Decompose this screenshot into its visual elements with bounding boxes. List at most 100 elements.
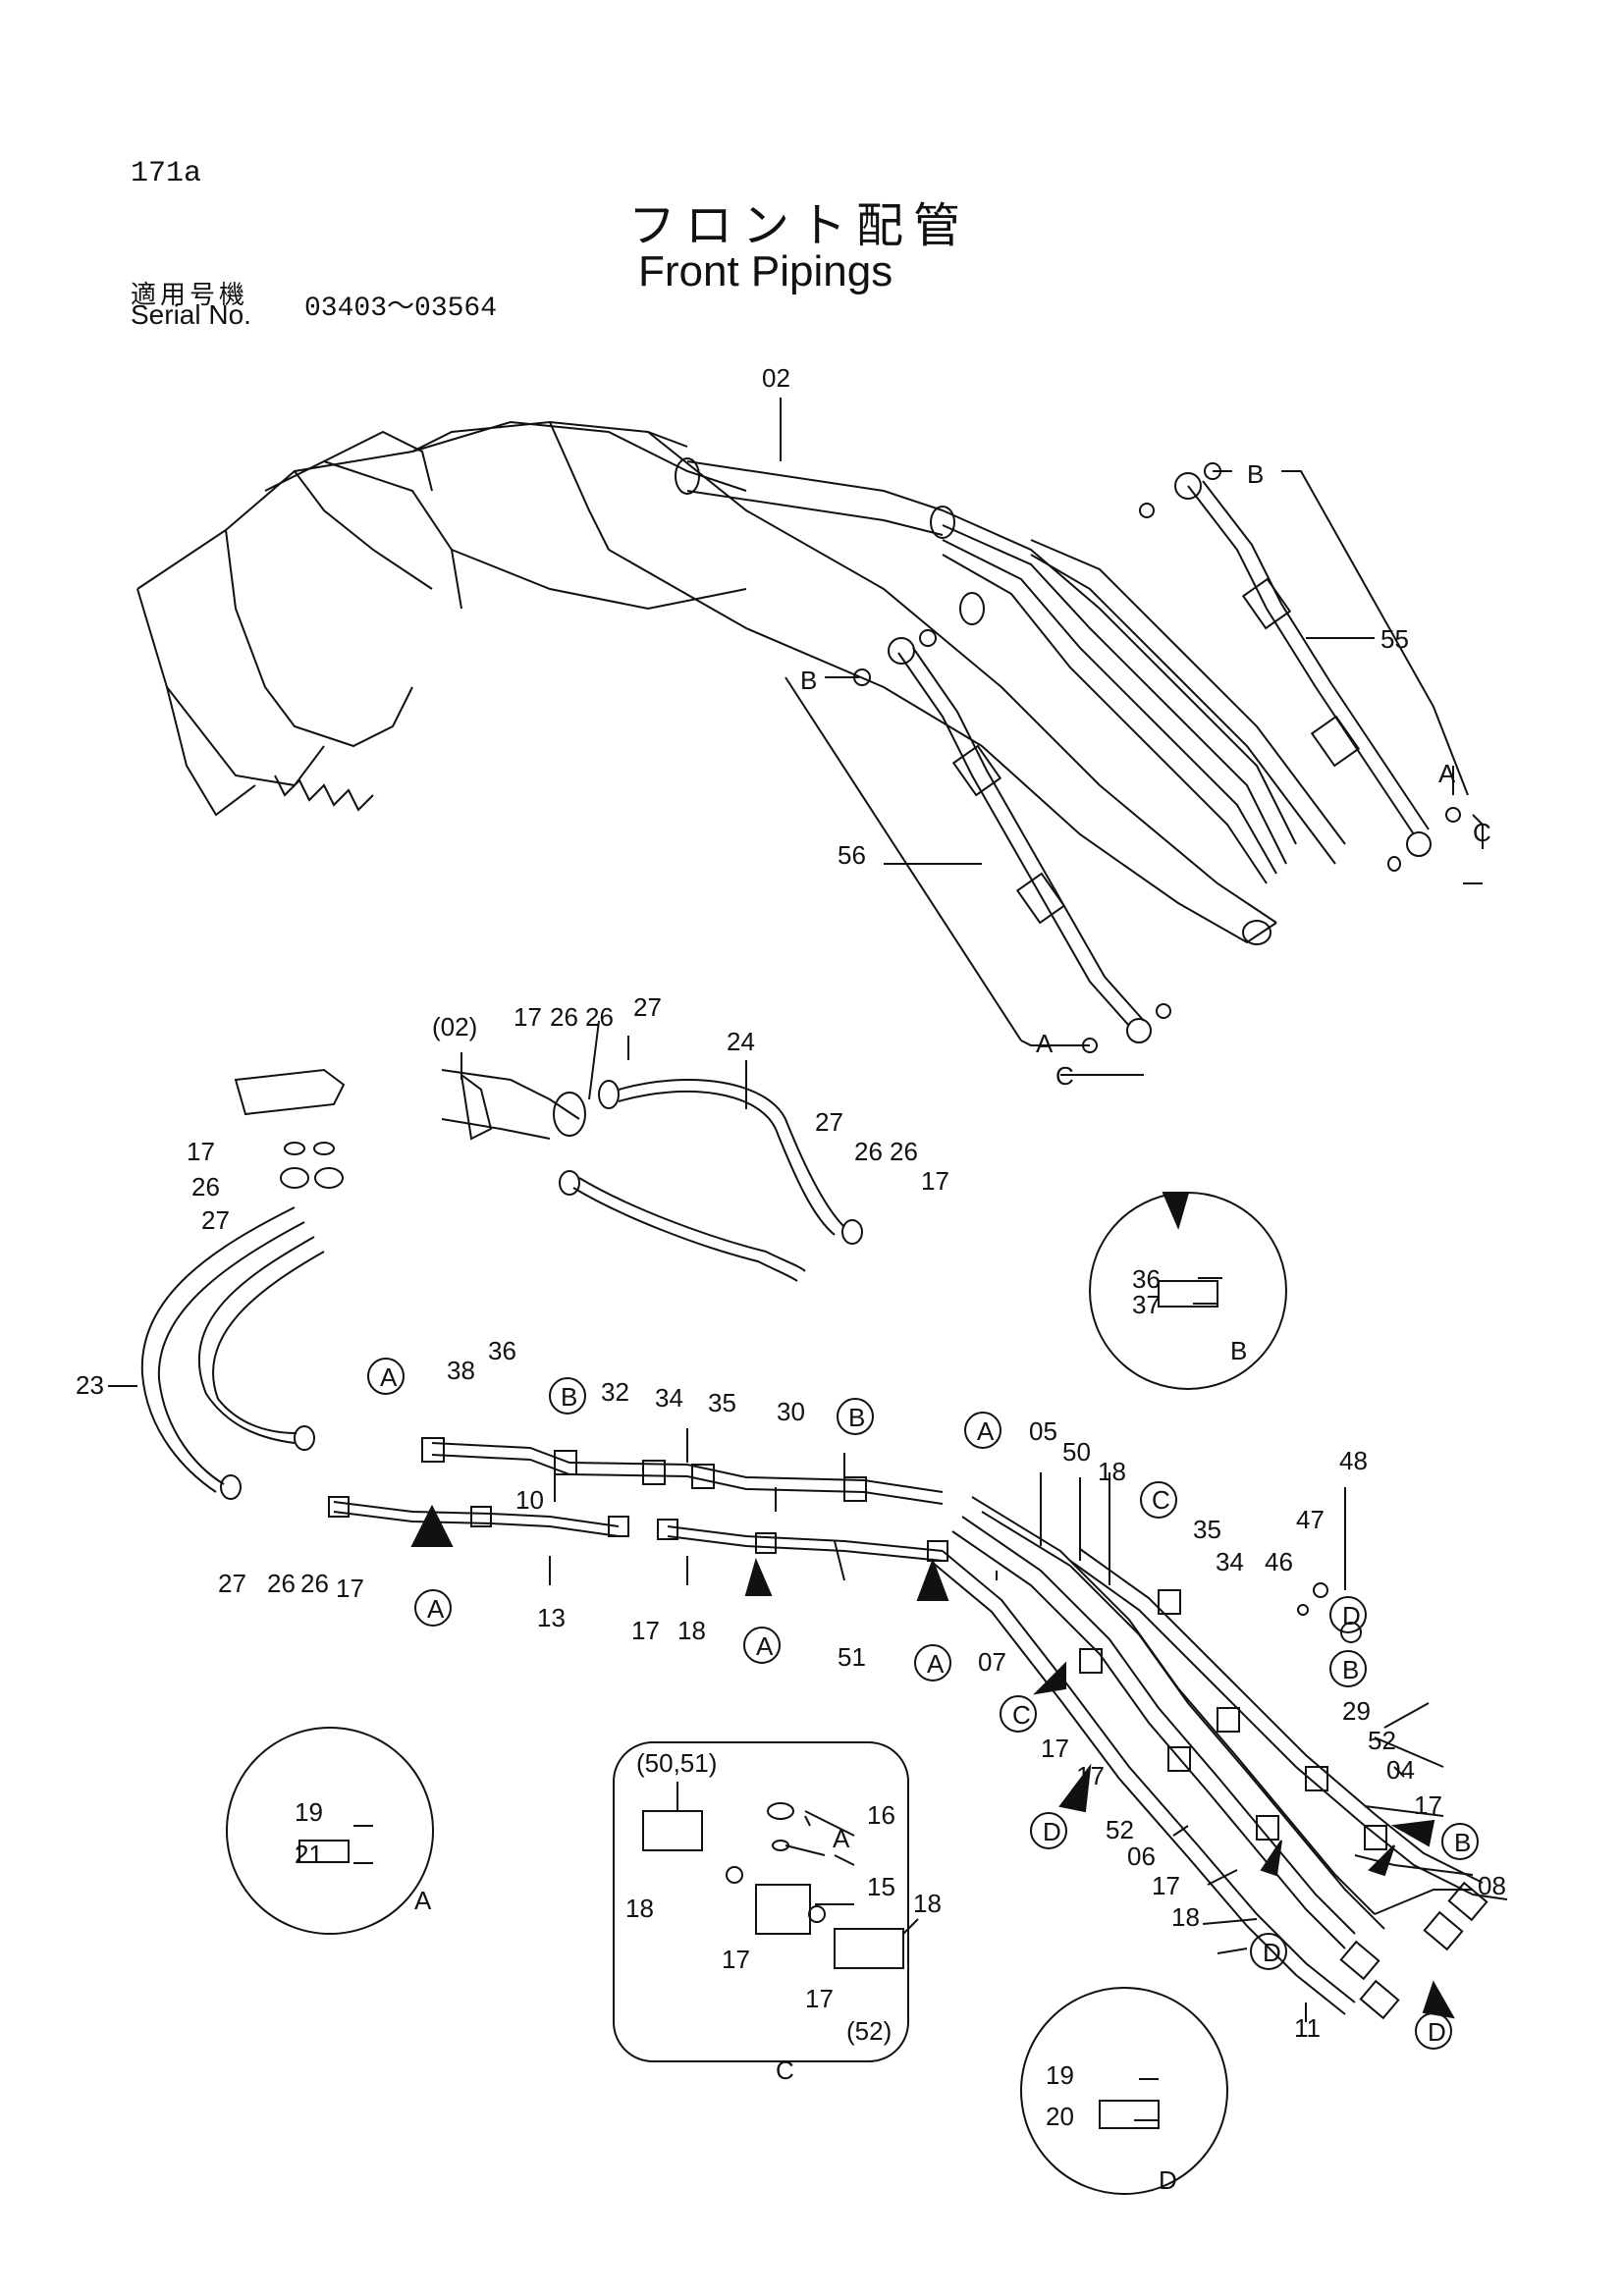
serial-label-english: Serial No. [131, 299, 251, 330]
ref-b-circle: B [1342, 1655, 1359, 1684]
label-36: 36 [488, 1336, 516, 1365]
label-17: 17 [514, 1002, 542, 1032]
label-26: 26 [585, 1002, 614, 1032]
label-07: 07 [978, 1647, 1006, 1677]
label-18: 18 [913, 1889, 942, 1918]
ref-d-circle: D [1342, 1601, 1361, 1630]
ref-a: A [414, 1886, 432, 1915]
label-46: 46 [1265, 1547, 1293, 1576]
ref-a-circle: A [927, 1649, 945, 1679]
label-17: 17 [805, 1984, 834, 2013]
ref-a-circle: A [756, 1631, 774, 1661]
label-17: 17 [1076, 1761, 1105, 1790]
label-11: 11 [1294, 2013, 1321, 2043]
label-26: 26 [300, 1569, 329, 1598]
label-38: 38 [447, 1356, 475, 1385]
label-17: 17 [336, 1574, 364, 1603]
label-27: 27 [218, 1569, 246, 1598]
label-02-ref: (02) [432, 1012, 477, 1041]
label-17: 17 [921, 1166, 949, 1196]
label-27: 27 [201, 1205, 230, 1235]
piping-detail-drawing [108, 1020, 1508, 2195]
label-18: 18 [625, 1894, 654, 1923]
label-05: 05 [1029, 1416, 1057, 1446]
ref-b-circle: B [1454, 1828, 1471, 1857]
label-50-51-ref: (50,51) [636, 1748, 717, 1778]
ref-b: B [800, 666, 817, 695]
page-id: 171a [131, 157, 202, 190]
ref-d-circle: D [1043, 1817, 1061, 1846]
ref-d: D [1159, 2165, 1177, 2195]
title-english: Front Pipings [638, 247, 893, 295]
label-50: 50 [1062, 1437, 1091, 1467]
label-35: 35 [708, 1388, 736, 1417]
label-26: 26 [890, 1137, 918, 1166]
label-17: 17 [187, 1137, 215, 1166]
label-06: 06 [1127, 1842, 1156, 1871]
label-27: 27 [633, 992, 662, 1022]
ref-c: C [1055, 1061, 1074, 1091]
serial-label-japanese: 適用号機 [131, 281, 249, 310]
label-56: 56 [838, 840, 866, 870]
label-15: 15 [867, 1872, 895, 1901]
label-17: 17 [631, 1616, 660, 1645]
label-36: 36 [1132, 1264, 1161, 1294]
ref-a-circle: A [380, 1362, 398, 1392]
ref-b: B [1247, 459, 1264, 489]
label-23: 23 [76, 1370, 104, 1400]
label-34: 34 [655, 1383, 683, 1413]
title-japanese: フロント配管 [628, 198, 971, 253]
label-48: 48 [1339, 1446, 1368, 1475]
label-17: 17 [1414, 1790, 1442, 1820]
ref-a: A [1438, 759, 1456, 788]
label-35: 35 [1193, 1515, 1221, 1544]
label-52: 52 [1106, 1815, 1134, 1844]
ref-c: C [1473, 818, 1491, 847]
label-32: 32 [601, 1377, 629, 1407]
ref-c-circle: C [1012, 1700, 1031, 1730]
label-10: 10 [515, 1485, 544, 1515]
label-47: 47 [1296, 1505, 1325, 1534]
ref-a: A [833, 1824, 850, 1853]
boom-arm-drawing [136, 398, 1484, 1076]
label-52-ref: (52) [846, 2016, 892, 2046]
label-26: 26 [854, 1137, 883, 1166]
label-18: 18 [1171, 1902, 1200, 1932]
label-04: 04 [1386, 1755, 1415, 1785]
ref-d-circle: D [1263, 1938, 1281, 1967]
label-51: 51 [838, 1642, 866, 1672]
label-19: 19 [1046, 2060, 1074, 2090]
label-34: 34 [1216, 1547, 1244, 1576]
label-21: 21 [295, 1840, 323, 1869]
label-27: 27 [815, 1107, 843, 1137]
label-52: 52 [1368, 1726, 1396, 1755]
label-16: 16 [867, 1800, 895, 1830]
ref-c: C [776, 2056, 794, 2085]
label-17: 17 [1152, 1871, 1180, 1900]
label-13: 13 [537, 1603, 566, 1632]
label-37: 37 [1132, 1290, 1161, 1319]
label-24: 24 [727, 1027, 755, 1056]
ref-d-circle: D [1428, 2017, 1446, 2047]
label-30: 30 [777, 1397, 805, 1426]
label-26: 26 [550, 1002, 578, 1032]
label-55: 55 [1380, 624, 1409, 654]
ref-a-circle: A [977, 1416, 995, 1446]
label-19: 19 [295, 1797, 323, 1827]
label-18: 18 [1098, 1457, 1126, 1486]
label-17: 17 [722, 1945, 750, 1974]
label-26: 26 [191, 1172, 220, 1201]
label-18: 18 [677, 1616, 706, 1645]
ref-c-circle: C [1152, 1485, 1170, 1515]
ref-a-circle: A [427, 1594, 445, 1624]
label-17: 17 [1041, 1734, 1069, 1763]
serial-range: 03403～03564 [304, 294, 498, 324]
ref-b: B [1230, 1336, 1247, 1365]
ref-a: A [1036, 1029, 1054, 1058]
label-26: 26 [267, 1569, 296, 1598]
label-29: 29 [1342, 1696, 1371, 1726]
ref-b-circle: B [561, 1382, 577, 1412]
label-20: 20 [1046, 2102, 1074, 2131]
label-02: 02 [762, 363, 790, 393]
